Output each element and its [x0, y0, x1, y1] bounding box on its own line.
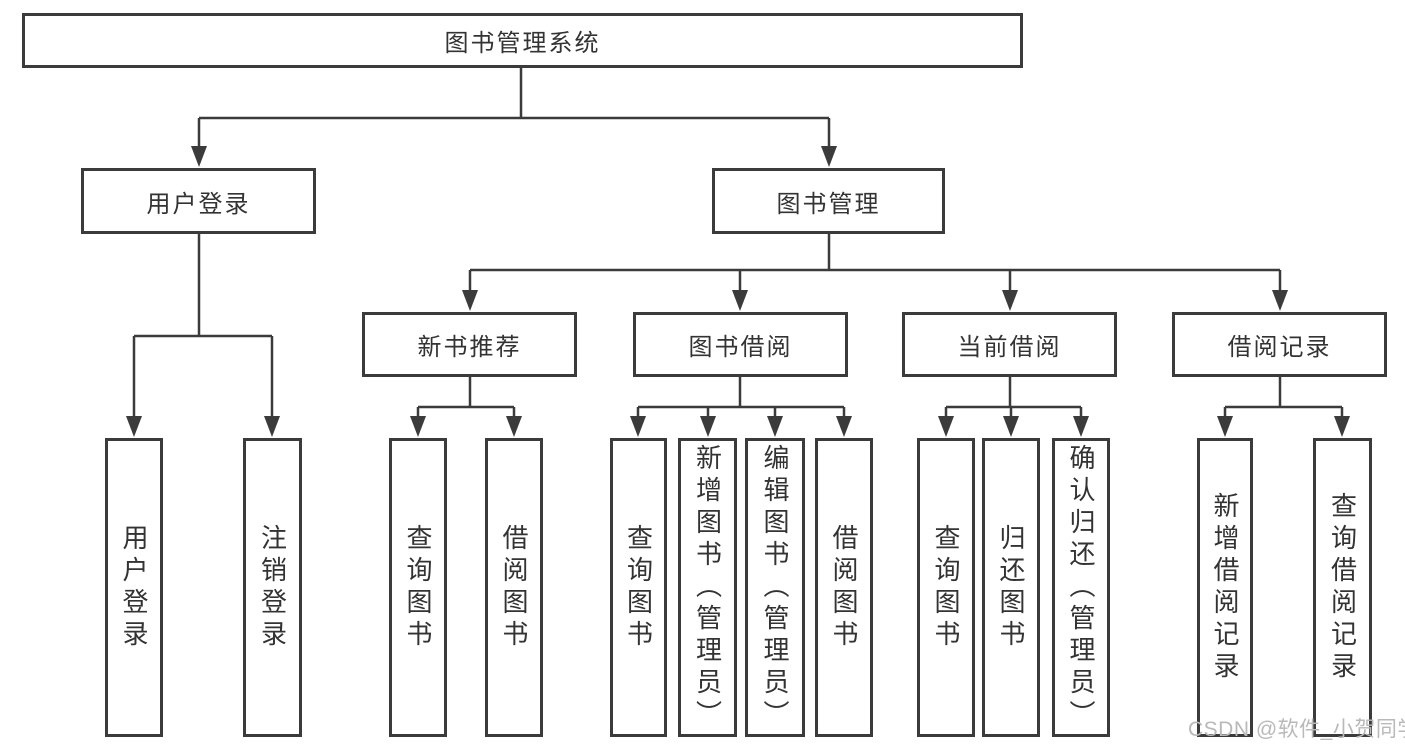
leaf-nbr-borrow-books-label: 借阅图书 — [499, 523, 529, 652]
node-user-login: 用户登录 — [81, 168, 316, 234]
node-book-management-label: 图书管理 — [776, 190, 881, 218]
leaf-user-login: 用户登录 — [105, 438, 163, 737]
csdn-watermark: CSDN @软件_小贺同学 — [1188, 718, 1405, 741]
node-borrow-record: 借阅记录 — [1172, 312, 1387, 377]
leaf-br-query-record: 查询借阅记录 — [1313, 438, 1372, 737]
leaf-bb-borrow-books-label: 借阅图书 — [829, 523, 859, 652]
leaf-nbr-borrow-books: 借阅图书 — [485, 438, 543, 737]
leaf-br-add-record-label: 新增借阅记录 — [1210, 491, 1240, 684]
node-new-book-recommend-label: 新书推荐 — [417, 334, 522, 361]
leaf-bb-query-books-label: 查询图书 — [623, 523, 654, 652]
leaf-cb-return-books: 归还图书 — [982, 438, 1040, 737]
node-borrow-record-label: 借阅记录 — [1227, 334, 1332, 361]
leaf-bb-add-books-admin-label: 新增图书（管理员） — [692, 443, 723, 732]
leaf-br-add-record: 新增借阅记录 — [1197, 438, 1253, 737]
node-current-borrow: 当前借阅 — [902, 312, 1117, 377]
leaf-bb-edit-books-admin: 编辑图书（管理员） — [745, 438, 805, 737]
leaf-bb-borrow-books: 借阅图书 — [815, 438, 873, 737]
node-book-borrow-label: 图书借阅 — [688, 334, 793, 361]
node-new-book-recommend: 新书推荐 — [362, 312, 577, 377]
leaf-bb-query-books: 查询图书 — [610, 438, 667, 737]
leaf-bb-add-books-admin: 新增图书（管理员） — [678, 438, 737, 737]
node-current-borrow-label: 当前借阅 — [957, 334, 1062, 361]
node-book-management: 图书管理 — [712, 168, 945, 234]
arrowhead-icons — [126, 146, 1350, 437]
node-root-label: 图书管理系统 — [444, 30, 601, 57]
leaf-logout: 注销登录 — [243, 438, 302, 737]
leaf-cb-query-books: 查询图书 — [917, 438, 975, 737]
leaf-br-query-record-label: 查询借阅记录 — [1327, 491, 1358, 684]
leaf-cb-return-books-label: 归还图书 — [996, 523, 1026, 652]
leaf-nbr-query-books: 查询图书 — [389, 438, 447, 737]
leaf-user-login-label: 用户登录 — [119, 523, 149, 652]
node-root: 图书管理系统 — [22, 13, 1023, 68]
leaf-cb-confirm-return-admin: 确认归还（管理员） — [1052, 438, 1110, 737]
leaf-cb-confirm-return-admin-label: 确认归还（管理员） — [1066, 443, 1096, 732]
leaf-bb-edit-books-admin-label: 编辑图书（管理员） — [760, 443, 790, 732]
node-book-borrow: 图书借阅 — [633, 312, 848, 377]
leaf-nbr-query-books-label: 查询图书 — [403, 523, 433, 652]
leaf-cb-query-books-label: 查询图书 — [931, 523, 961, 652]
node-user-login-label: 用户登录 — [146, 190, 251, 218]
leaf-logout-label: 注销登录 — [257, 523, 288, 652]
